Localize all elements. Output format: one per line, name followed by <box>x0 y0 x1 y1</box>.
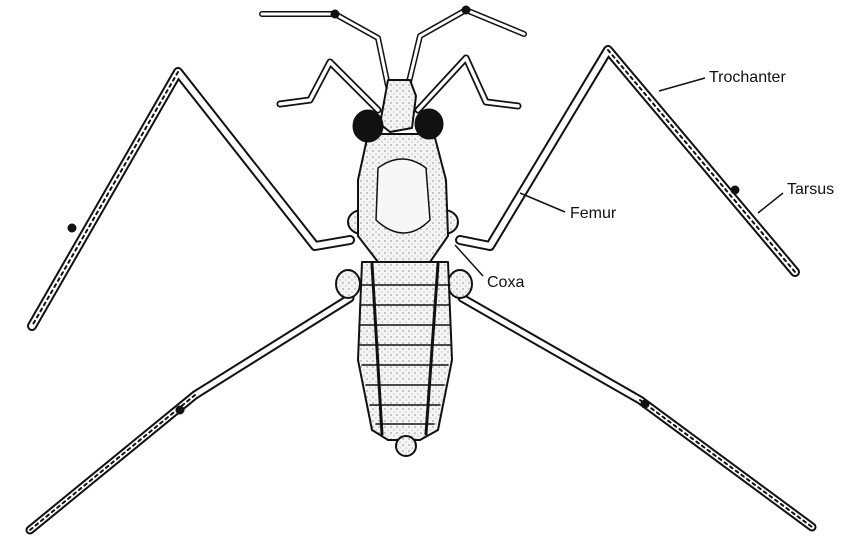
hind-leg-right <box>462 298 812 527</box>
front-leg-right <box>418 58 518 110</box>
front-leg-left <box>280 62 378 110</box>
tarsus-leader <box>758 193 783 213</box>
label-trochanter: Trochanter <box>709 69 786 86</box>
label-coxa: Coxa <box>487 274 524 291</box>
femur-leader <box>520 193 565 212</box>
thorax <box>358 134 448 262</box>
middle-leg-left <box>32 72 350 326</box>
head <box>353 80 443 142</box>
hind-leg-left <box>30 298 350 530</box>
trochanter-leader <box>659 78 705 91</box>
abdomen <box>358 262 452 456</box>
label-tarsus: Tarsus <box>787 181 834 198</box>
antenna-right <box>408 6 524 86</box>
label-femur: Femur <box>570 205 617 222</box>
insect-drawing <box>30 6 812 530</box>
